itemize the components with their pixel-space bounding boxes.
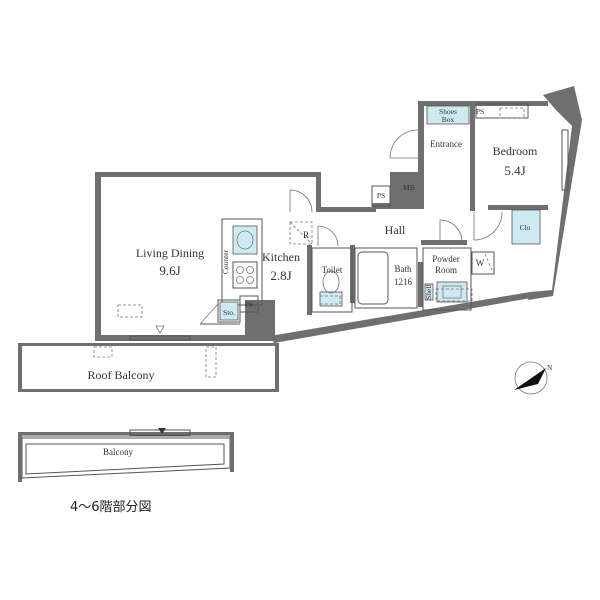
hall-door-icon [289,189,313,213]
toilet-bowl-icon [322,270,340,294]
living-sash [129,335,191,341]
entrance-label: Entrance [430,139,462,149]
balcony-label: Balcony [103,447,133,457]
balcony-door-marker-icon [158,428,166,434]
window-marker-icon [155,325,165,334]
stove-icon [232,261,258,289]
ps-label-kitchen: PS [245,300,253,309]
doors [199,129,503,325]
shoes-box [426,105,470,125]
kitchen-size: 2.8J [270,268,291,283]
powder-room-label-2: Room [435,265,457,275]
toilet-door-icon [317,225,339,247]
washer-label: W [476,258,485,268]
hall-label: Hall [385,223,406,237]
washer-space [471,251,495,275]
living-dining-size: 9.6J [159,263,180,278]
storage-box [219,301,239,321]
compass-arrow-icon [514,368,546,390]
powder-door-icon [439,219,463,243]
shoes-box-label-2: Box [442,115,455,124]
bedroom-label: Bedroom [493,144,538,158]
bedroom-door-icon [473,211,503,241]
compass-circle-icon [514,361,548,395]
fixture-labels: Shoes Box PS PS MB Counter R Sto. PS Clo… [221,107,531,317]
ps-label-entrance: PS [476,107,484,116]
bathtub-icon [357,251,389,305]
bedroom-size: 5.4J [504,163,525,178]
bath-label: Bath [395,264,412,274]
closet-label: Clo [520,223,531,232]
entrance-door-icon [389,129,419,159]
roof-balcony-label: Roof Balcony [88,368,155,382]
compass-north-label: N [547,363,553,372]
aircon-bedroom [499,107,525,119]
outdoor-unit-2 [205,346,217,378]
room-labels: Living Dining 9.6J Kitchen 2.8J Bedroom … [88,139,538,457]
shelf-label: Shelf [424,284,433,300]
kitchen-label: Kitchen [262,250,300,264]
living-dining-label: Living Dining [136,246,204,260]
bath-size: 1216 [394,277,413,287]
outdoor-unit-1 [93,346,113,358]
aircon-living [117,304,143,318]
bedroom-window [561,129,569,191]
wash-basin-icon [436,281,468,303]
storage-label: Sto. [223,308,235,317]
fixtures [117,105,569,341]
shoes-box-label-1: Shoes [439,107,457,116]
shelf-unit [424,283,434,301]
interior-lines [200,103,529,325]
closet-box [511,209,541,245]
sto-door-icon [199,303,219,325]
counter-label: Counter [221,249,230,274]
balcony [18,428,234,482]
compass: N [514,361,553,395]
roof-balcony [18,343,279,392]
refrigerator-label: R [303,230,309,240]
floor-caption: 4〜6階部分図 [70,500,152,515]
mb-label: MB [403,183,415,192]
toilet-label: Toilet [322,265,343,275]
powder-room-label-1: Powder [432,254,460,264]
ps-label-hall: PS [377,191,385,200]
refrigerator-space [289,221,313,245]
